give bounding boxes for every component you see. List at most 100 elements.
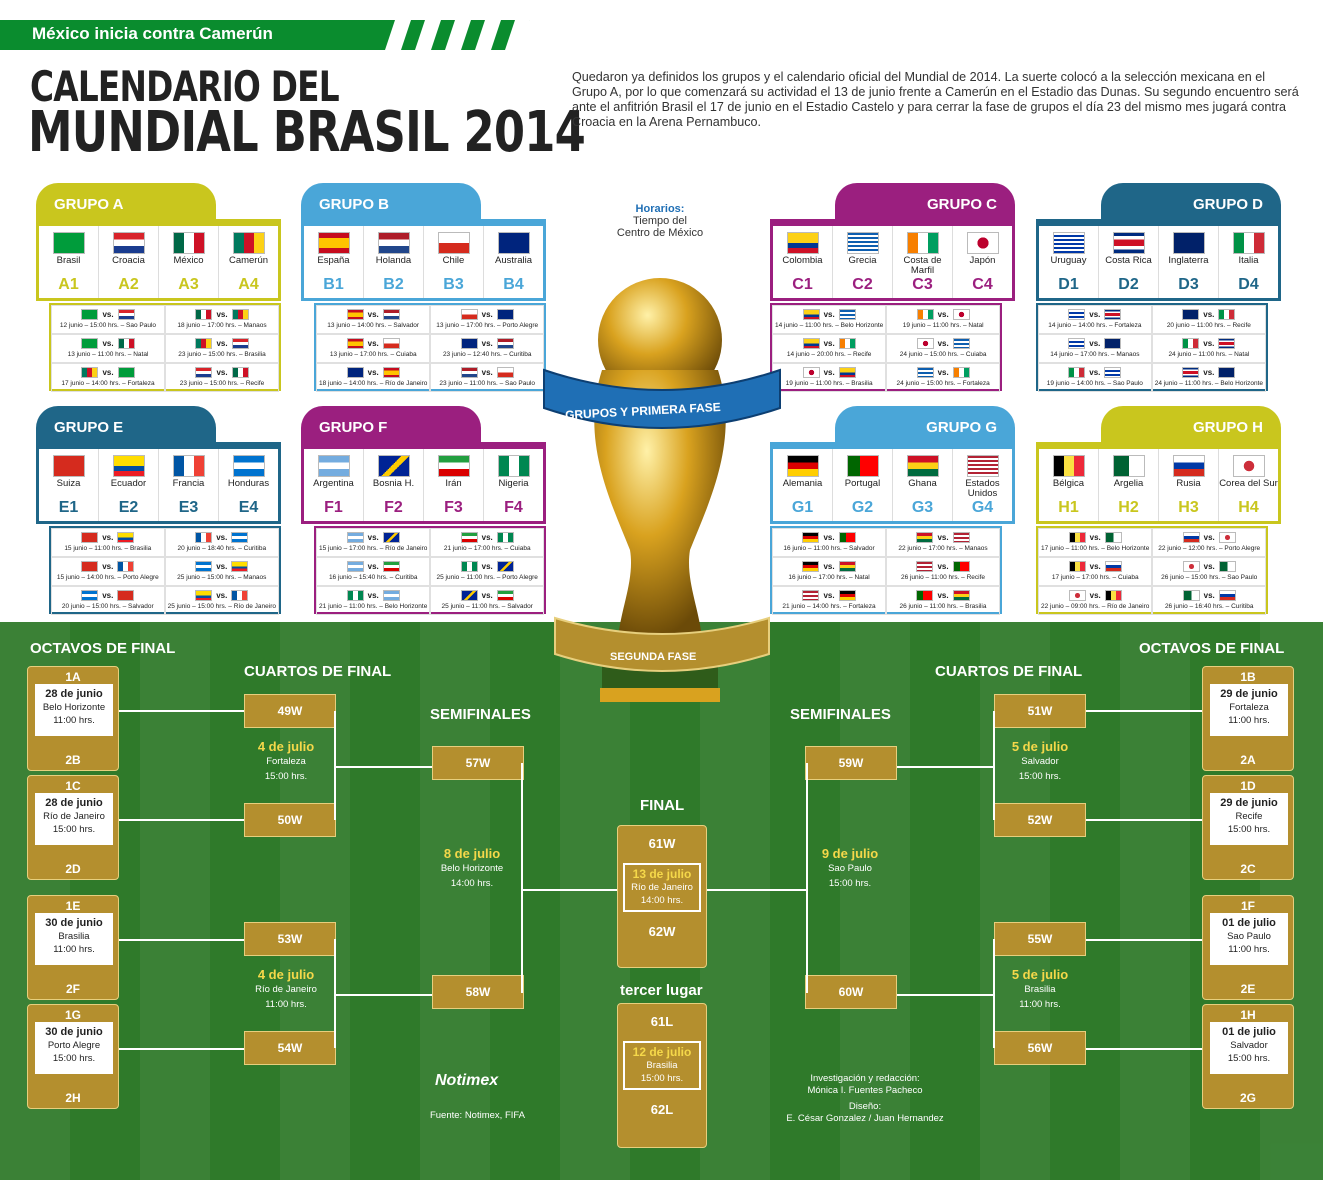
cuartos-left-title: CUARTOS DE FINAL (244, 663, 392, 680)
match-item: vs. 23 junio – 15:00 hrs. – Recife (165, 363, 279, 392)
flag-icon (1232, 232, 1265, 254)
flag-icon (838, 338, 856, 349)
match-info: 12 junio – 15:00 hrs. – Sao Paulo (59, 322, 157, 329)
team-cell: Irán F3 (424, 449, 484, 521)
vs-label: vs. (823, 562, 835, 571)
credit-inv: Mónica I. Fuentes Pacheco (807, 1085, 923, 1096)
flag-icon (81, 309, 99, 320)
flag-icon (1182, 338, 1200, 349)
horarios-line2: Centro de México (616, 227, 704, 239)
group-d: GRUPO D Uruguay D1 Costa Rica D2 Inglate… (1036, 183, 1281, 392)
match-item: vs. 14 junio – 14:00 hrs. – Fortaleza (1038, 305, 1152, 334)
vs-label: vs. (1203, 368, 1215, 377)
flag-icon (52, 232, 85, 254)
flag-icon (966, 232, 999, 254)
card-bot: 2G (1239, 1091, 1256, 1105)
flag-icon (916, 532, 934, 543)
flag-icon (117, 367, 135, 378)
semis-left-title: SEMIFINALES (430, 706, 531, 723)
flag-icon (838, 309, 856, 320)
flag-icon (802, 590, 820, 601)
flag-icon (1182, 367, 1200, 378)
group-teams: Suiza E1 Ecuador E2 Francia E3 Honduras … (36, 442, 281, 524)
team-cell: Holanda B2 (364, 226, 424, 298)
flag-icon (460, 532, 478, 543)
ribbon-top (543, 368, 781, 429)
match-info: 23 junio – 15:00 hrs. – Recife (179, 380, 265, 387)
flag-icon (802, 367, 820, 378)
match-item: vs. 13 junio – 14:00 hrs. – Salvador (316, 305, 431, 334)
group-c: GRUPO C Colombia C1 Grecia C2 Costa de M… (770, 183, 1015, 392)
match-info: 18 junio – 17:00 hrs. – Manaos (177, 322, 267, 329)
team-name: Colombia (782, 255, 823, 266)
team-code: D3 (1178, 276, 1199, 293)
vs-label: vs. (216, 339, 228, 348)
flag-icon (496, 532, 514, 543)
flag-icon (346, 309, 364, 320)
match-info: 26 junio – 11:00 hrs. – Brasilia (899, 603, 987, 610)
match-item: vs. 22 junio – 12:00 hrs. – Porto Alegre (1152, 528, 1266, 557)
match-item: vs. 19 junio – 11:00 hrs. – Natal (886, 305, 1000, 334)
team-cell: Brasil A1 (39, 226, 99, 298)
flag-icon (460, 561, 478, 572)
bracket-line (1086, 939, 1202, 941)
final-bot: 62W (648, 924, 676, 939)
bracket-line (1086, 1048, 1202, 1050)
team-code: C1 (792, 276, 813, 293)
team-code: A1 (58, 276, 79, 293)
final-title: FINAL (640, 797, 685, 814)
flag-icon (1218, 309, 1236, 320)
flag-icon (916, 367, 934, 378)
group-a: GRUPO A Brasil A1 Croacia A2 México A3 C… (36, 183, 281, 392)
match-item: vs. 26 junio – 15:00 hrs. – Sao Paulo (1152, 557, 1266, 586)
card-bot: 2H (65, 1091, 81, 1105)
bracket-line (1086, 819, 1202, 821)
group-matches: vs. 14 junio – 14:00 hrs. – Fortaleza vs… (1036, 303, 1268, 392)
group-matches: vs. 16 junio – 11:00 hrs. – Salvador vs.… (770, 526, 1002, 615)
team-name: España (317, 255, 350, 266)
team-cell: Italia D4 (1219, 226, 1278, 298)
vs-label: vs. (367, 562, 379, 571)
match-item: vs. 12 junio – 15:00 hrs. – Sao Paulo (51, 305, 165, 334)
flag-icon (1218, 338, 1236, 349)
group-matches: vs. 15 junio – 17:00 hrs. – Río de Janei… (314, 526, 546, 615)
flag-icon (232, 455, 265, 477)
semis-slot: 60W (805, 975, 897, 1009)
horarios-label: Horarios: (635, 203, 685, 215)
match-info: 13 junio – 17:00 hrs. – Cuiaba (329, 351, 417, 358)
vs-label: vs. (937, 533, 949, 542)
flag-icon (382, 367, 400, 378)
flag-icon (1218, 367, 1236, 378)
match-item: vs. 18 junio – 17:00 hrs. – Manaos (165, 305, 279, 334)
match-item: vs. 19 junio – 11:00 hrs. – Brasilia (772, 363, 887, 392)
flag-icon (117, 561, 135, 572)
match-info: 24 junio – 11:00 hrs. – Natal (1168, 351, 1250, 358)
vs-label: vs. (481, 339, 493, 348)
horarios-note: Horarios: Tiempo del Centro de México (600, 203, 720, 239)
match-item: vs. 18 junio – 14:00 hrs. – Río de Janei… (316, 363, 431, 392)
header-banner: México inicia contra Camerún (0, 20, 530, 50)
flag-icon (1104, 532, 1122, 543)
match-item: vs. 13 junio – 11:00 hrs. – Natal (51, 334, 165, 363)
bracket-line (119, 1048, 244, 1050)
flag-icon (1104, 367, 1122, 378)
team-name: México (173, 255, 204, 266)
match-info: 25 junio – 11:00 hrs. – Porto Alegre (436, 574, 538, 581)
flag-icon (1104, 309, 1122, 320)
group-teams: Colombia C1 Grecia C2 Costa de Marfil C3… (770, 219, 1015, 301)
vs-label: vs. (481, 533, 493, 542)
match-item: vs. 16 junio – 15:40 hrs. – Curitiba (316, 557, 431, 586)
bracket-line (521, 889, 619, 891)
team-cell: España B1 (304, 226, 364, 298)
vs-label: vs. (481, 591, 493, 600)
match-item: vs. 15 junio – 17:00 hrs. – Río de Janei… (316, 528, 431, 557)
flag-icon (172, 455, 205, 477)
match-item: vs. 16 junio – 17:00 hrs. – Natal (772, 557, 886, 586)
match-info: 13 junio – 14:00 hrs. – Salvador (327, 322, 420, 329)
match-info: 26 junio – 16:40 hrs. – Curitiba (1164, 603, 1254, 610)
flag-icon (802, 338, 820, 349)
